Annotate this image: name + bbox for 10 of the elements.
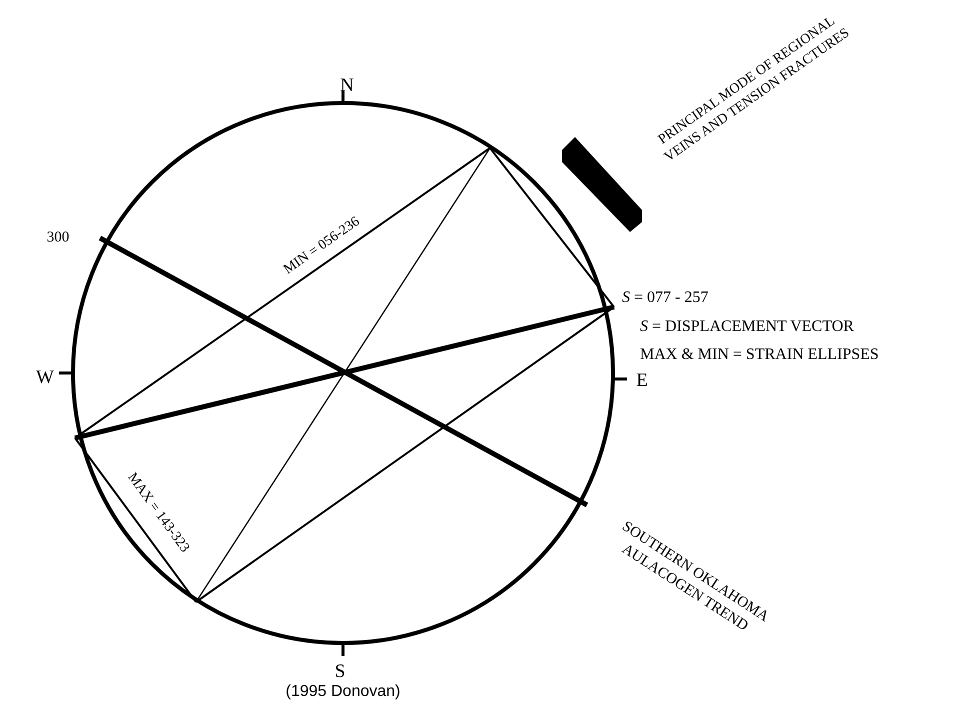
azimuth-label: 300 — [46, 228, 70, 248]
compass-direction-label: S — [334, 660, 346, 684]
annotation-text: MAX & MIN = STRAIN ELLIPSES — [640, 345, 879, 365]
caption: (1995 Donovan) — [286, 682, 400, 702]
compass-direction-label: E — [636, 369, 648, 393]
annotation-text: S = 077 - 257 — [622, 288, 708, 308]
annotation-text: S = DISPLACEMENT VECTOR — [640, 317, 854, 337]
compass-direction-label: W — [36, 366, 54, 390]
compass-direction-label: N — [340, 74, 354, 98]
vein-orientation-bar — [562, 137, 642, 232]
